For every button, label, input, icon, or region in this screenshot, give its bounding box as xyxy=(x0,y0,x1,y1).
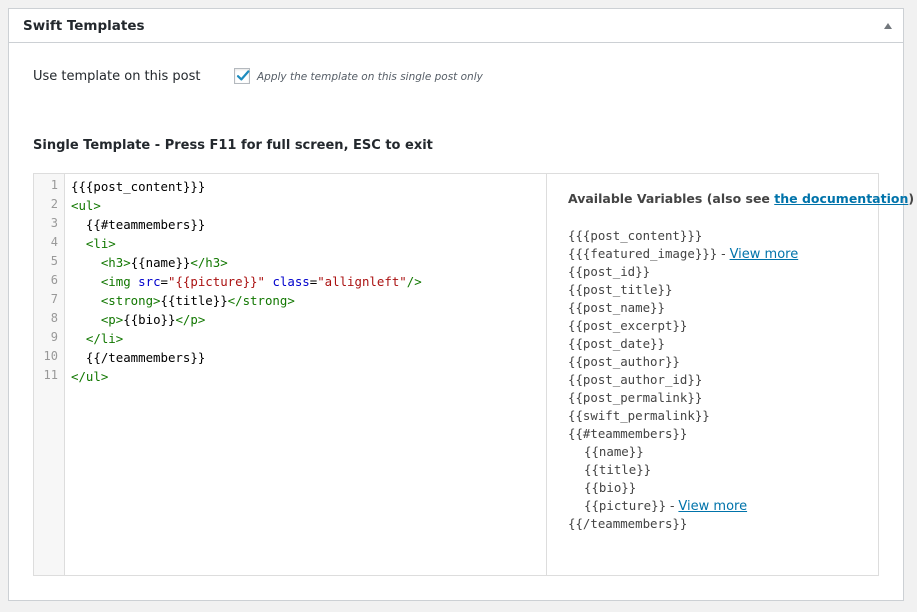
code-line: </ul> xyxy=(71,369,109,384)
variable-item: {{post_author_id}} xyxy=(568,372,703,387)
metabox-header[interactable]: Swift Templates xyxy=(9,9,903,43)
line-number: 7 xyxy=(50,292,58,306)
code-editor[interactable]: {{{post_content}}} <ul> {{#teammembers}}… xyxy=(71,174,546,575)
line-number: 9 xyxy=(50,330,58,344)
variable-item: {{post_name}} xyxy=(568,300,665,315)
variable-item: {{#teammembers}} xyxy=(568,426,688,441)
variable-item: {{/teammembers}} xyxy=(568,516,688,531)
variable-item: {{post_date}} xyxy=(568,336,665,351)
checkmark-icon xyxy=(236,70,250,81)
variable-item: {{{post_content}}} xyxy=(568,228,703,243)
use-template-label: Use template on this post xyxy=(33,69,201,84)
variable-item: {{bio}} xyxy=(584,480,637,495)
variable-item: {{swift_permalink}} xyxy=(568,408,710,423)
checkbox-description: Apply the template on this single post o… xyxy=(257,71,483,83)
documentation-link[interactable]: the documentation xyxy=(774,191,909,206)
single-template-heading: Single Template - Press F11 for full scr… xyxy=(33,138,433,153)
code-line: {{/teammembers}} xyxy=(71,350,206,365)
variables-heading: Available Variables (also see the docume… xyxy=(568,191,915,206)
variable-item: {{post_author}} xyxy=(568,354,680,369)
line-number: 4 xyxy=(50,235,58,249)
code-line: <h3>{{name}}</h3> xyxy=(100,255,228,270)
metabox-title: Swift Templates xyxy=(23,17,145,34)
featured-image-view-more-link[interactable]: View more xyxy=(729,247,799,262)
variable-item: {{picture}} - View more xyxy=(584,498,748,514)
line-number: 5 xyxy=(50,254,58,268)
line-number: 6 xyxy=(50,273,58,287)
code-line: {{{post_content}}} xyxy=(71,179,206,194)
variable-item: {{post_permalink}} xyxy=(568,390,703,405)
line-number: 11 xyxy=(43,368,58,382)
picture-view-more-link[interactable]: View more xyxy=(678,499,748,514)
template-editor-container: 1 2 3 4 5 6 7 8 9 10 11 {{{post_content}… xyxy=(33,173,914,576)
line-number: 10 xyxy=(43,349,58,363)
code-line: <p>{{bio}}</p> xyxy=(100,312,206,327)
code-line: <ul> xyxy=(71,198,101,213)
line-number: 3 xyxy=(50,216,58,230)
variable-item: {{name}} xyxy=(584,444,644,459)
line-number-gutter: 1 2 3 4 5 6 7 8 9 10 11 xyxy=(34,174,65,575)
code-line: <strong>{{title}}</strong> xyxy=(100,293,295,308)
code-line: <img src="{{picture}}" class="allignleft… xyxy=(100,274,422,289)
line-number: 2 xyxy=(50,197,58,211)
code-line: </li> xyxy=(71,331,124,346)
variable-item: {{post_title}} xyxy=(568,282,673,297)
variable-item: {{post_id}} xyxy=(568,264,651,279)
swift-templates-metabox: Swift Templates Use template on this pos… xyxy=(8,8,914,601)
variable-item: {{post_excerpt}} xyxy=(568,318,688,333)
variable-item: {{{featured_image}}} - View more xyxy=(568,246,799,262)
line-number: 1 xyxy=(50,178,58,192)
use-template-checkbox[interactable] xyxy=(234,68,250,84)
code-line: {{#teammembers}} xyxy=(71,217,206,232)
code-line: <li> xyxy=(71,236,116,251)
available-variables-panel: Available Variables (also see the docume… xyxy=(546,174,914,575)
variable-item: {{title}} xyxy=(584,462,652,477)
line-number: 8 xyxy=(50,311,58,325)
collapse-arrow-icon[interactable] xyxy=(884,22,892,29)
